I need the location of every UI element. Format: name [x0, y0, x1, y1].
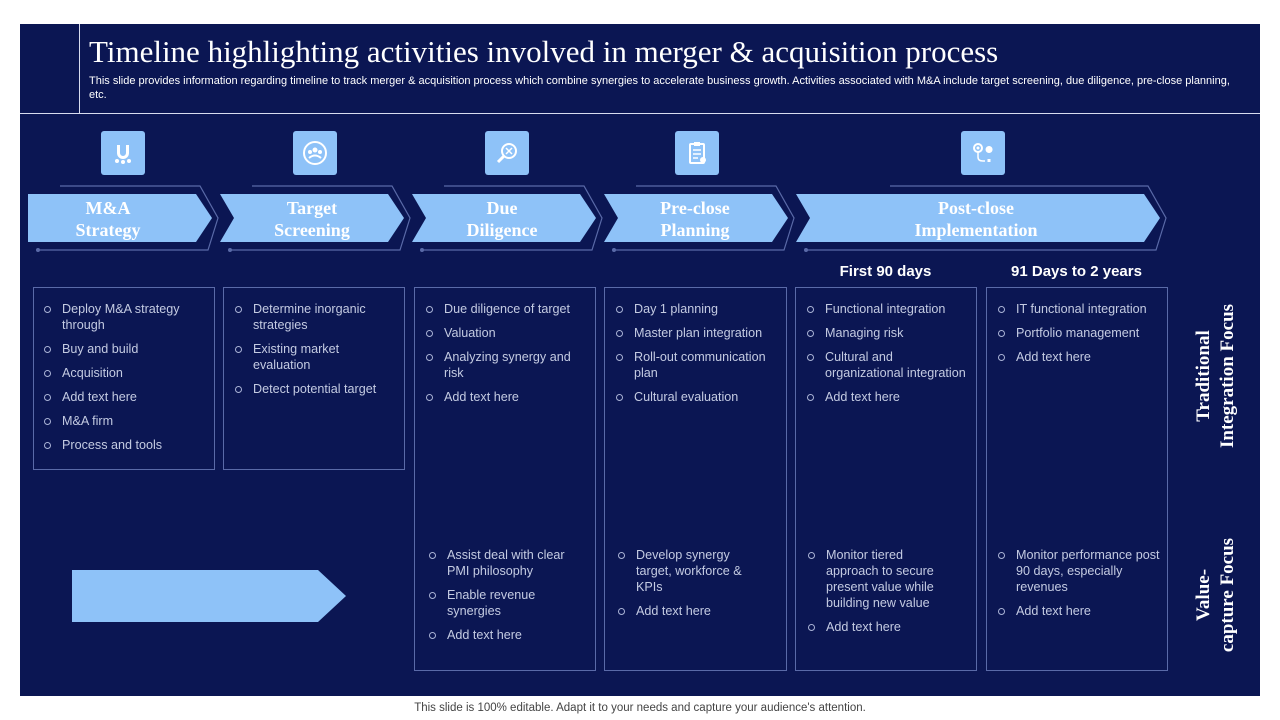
column-box-91-days-2-years — [986, 287, 1168, 671]
list-item: Buy and build — [34, 341, 206, 357]
list-item: Cultural evaluation — [606, 389, 782, 405]
first-90-days-value-list: Monitor tiered approach to secure presen… — [798, 547, 958, 643]
list-item: Monitor tiered approach to secure presen… — [798, 547, 958, 611]
list-item: Roll-out communication plan — [606, 349, 782, 381]
list-item: Determine inorganic strategies — [225, 301, 397, 333]
ma-strategy-list: Deploy M&A strategy through Buy and buil… — [34, 301, 206, 461]
clipboard-checklist-icon — [675, 131, 719, 175]
list-item: Add text here — [797, 389, 969, 405]
list-item: Add text here — [798, 619, 958, 635]
list-item: IT functional integration — [988, 301, 1160, 317]
side-label-line2: capture Focus — [1217, 537, 1238, 653]
stage-arrow-post-close — [796, 194, 1160, 242]
magnet-people-icon — [101, 131, 145, 175]
stage-label-line2: Diligence — [466, 220, 538, 240]
list-item: Master plan integration — [606, 325, 782, 341]
value-capture-focus-label: Value- capture Focus — [1192, 520, 1240, 670]
list-item: M&A firm — [34, 413, 206, 429]
list-item: Managing risk — [797, 325, 969, 341]
list-item: Functional integration — [797, 301, 969, 317]
team-circle-icon — [293, 131, 337, 175]
column-box-target-screening — [223, 287, 405, 470]
two-years-value-list: Monitor performance post 90 days, especi… — [988, 547, 1160, 627]
side-label-line2: Integration Focus — [1217, 303, 1238, 449]
header-divider-horizontal — [20, 113, 1260, 114]
list-item: Monitor performance post 90 days, especi… — [988, 547, 1160, 595]
list-item: Cultural and organizational integration — [797, 349, 969, 381]
footer-note: This slide is 100% editable. Adapt it to… — [414, 702, 866, 714]
list-item: Existing market evaluation — [225, 341, 397, 373]
list-item: Develop synergy target, workforce & KPIs — [608, 547, 758, 595]
period-first-90-days: First 90 days — [839, 263, 932, 280]
list-item: Detect potential target — [225, 381, 397, 397]
list-item: Add text here — [608, 603, 758, 619]
column-box-pre-close-planning — [604, 287, 787, 671]
pre-close-value-list: Develop synergy target, workforce & KPIs… — [608, 547, 758, 627]
gear-bulb-icon — [961, 131, 1005, 175]
list-item: Deploy M&A strategy through — [34, 301, 206, 333]
list-item: Enable revenue synergies — [419, 587, 589, 619]
stage-label-line1: Target — [286, 198, 338, 218]
stage-label-line1: Post-close — [938, 198, 1014, 218]
list-item: Process and tools — [34, 437, 206, 453]
stage-label-line2: Strategy — [75, 220, 141, 240]
list-item: Add text here — [416, 389, 588, 405]
stage-arrow-ma-strategy — [28, 194, 212, 242]
traditional-integration-focus-label: Traditional Integration Focus — [1192, 286, 1240, 466]
stage-label-target-screening: Target Screening — [232, 197, 392, 241]
two-years-traditional-list: IT functional integration Portfolio mana… — [988, 301, 1160, 373]
list-item: Add text here — [988, 603, 1160, 619]
due-diligence-value-list: Assist deal with clear PMI philosophy En… — [419, 547, 589, 651]
pre-close-traditional-list: Day 1 planning Master plan integration R… — [606, 301, 782, 413]
stage-label-line2: Implementation — [914, 220, 1038, 240]
list-item: Day 1 planning — [606, 301, 782, 317]
stage-label-line1: Pre-close — [660, 198, 730, 218]
header-divider-vertical — [79, 24, 80, 113]
stage-label-line1: Due — [486, 198, 518, 218]
stage-label-ma-strategy: M&A Strategy — [28, 197, 188, 241]
value-capture-arrow — [72, 570, 346, 622]
period-91-days-2-years: 91 Days to 2 years — [1011, 263, 1142, 280]
side-label-line1: Value- — [1193, 568, 1214, 622]
list-item: Assist deal with clear PMI philosophy — [419, 547, 589, 579]
page-title: Timeline highlighting activities involve… — [89, 34, 999, 69]
list-item: Add text here — [419, 627, 589, 643]
stage-label-line1: M&A — [85, 198, 131, 218]
side-label-line1: Traditional — [1193, 330, 1214, 422]
list-item: Portfolio management — [988, 325, 1160, 341]
stage-label-due-diligence: Due Diligence — [422, 197, 582, 241]
stage-label-line2: Screening — [274, 220, 350, 240]
column-box-due-diligence — [414, 287, 596, 671]
stage-arrow-due-diligence — [412, 194, 596, 242]
column-box-ma-strategy — [33, 287, 215, 470]
first-90-days-traditional-list: Functional integration Managing risk Cul… — [797, 301, 969, 413]
page-subtitle: This slide provides information regardin… — [89, 75, 1230, 101]
stage-label-post-close: Post-close Implementation — [816, 197, 1136, 241]
column-box-first-90-days — [795, 287, 977, 671]
list-item: Add text here — [988, 349, 1160, 365]
list-item: Acquisition — [34, 365, 206, 381]
due-diligence-traditional-list: Due diligence of target Valuation Analyz… — [416, 301, 588, 413]
list-item: Due diligence of target — [416, 301, 588, 317]
dna-search-icon — [485, 131, 529, 175]
stage-label-pre-close-planning: Pre-close Planning — [615, 197, 775, 241]
stage-arrow-pre-close-planning — [604, 194, 788, 242]
stage-label-line2: Planning — [660, 220, 730, 240]
target-screening-list: Determine inorganic strategies Existing … — [225, 301, 397, 405]
stage-arrow-target-screening — [220, 194, 404, 242]
list-item: Analyzing synergy and risk — [416, 349, 588, 381]
list-item: Add text here — [34, 389, 206, 405]
list-item: Valuation — [416, 325, 588, 341]
